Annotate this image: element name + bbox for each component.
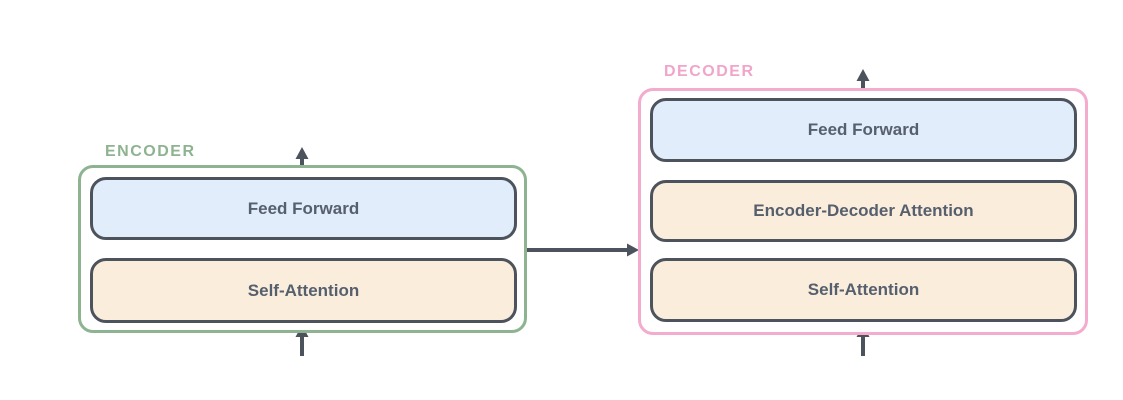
encoder-self-attention-label: Self-Attention: [247, 280, 360, 300]
encoder-feed-forward-box: Feed Forward: [90, 177, 517, 240]
decoder-self-attention-box: Self-Attention: [650, 258, 1077, 322]
decoder-label: DECODER: [664, 63, 755, 80]
decoder-self-attention-label: Self-Attention: [807, 280, 920, 299]
encoder-self-attention-box: Self-Attention: [90, 258, 517, 323]
encoder-to-decoder-arrow: [527, 243, 639, 257]
decoder-feed-forward-box: Feed Forward: [650, 98, 1077, 162]
encoder-label: ENCODER: [105, 143, 196, 160]
decoder-feed-forward-label: Feed Forward: [807, 120, 920, 139]
decoder-encoder-decoder-attention-label: Encoder-Decoder Attention: [753, 201, 974, 220]
encoder-feed-forward-label: Feed Forward: [247, 198, 360, 218]
decoder-encoder-decoder-attention-box: Encoder-Decoder Attention: [650, 180, 1077, 242]
